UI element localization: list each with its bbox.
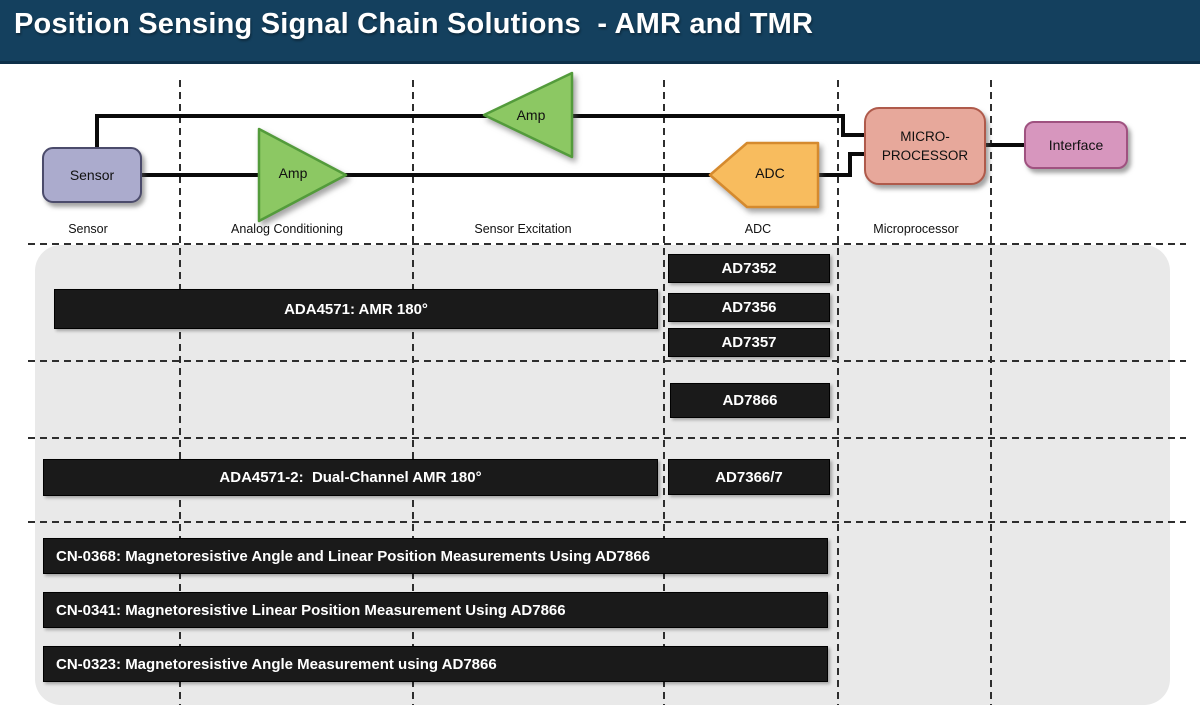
wire-into-micro-lower: [848, 152, 867, 156]
microprocessor-label-line1: MICRO-: [900, 129, 950, 144]
page-title: Position Sensing Signal Chain Solutions …: [14, 8, 814, 40]
column-label-microprocessor: Microprocessor: [873, 222, 959, 236]
adc-pentagon-icon: [708, 141, 820, 209]
row-divider-1: [28, 243, 1186, 245]
amp-conditioning-triangle-icon: [257, 127, 348, 223]
interface-block-label: Interface: [1048, 137, 1104, 153]
part-bar-ad7352[interactable]: AD7352: [668, 254, 830, 283]
column-label-sensor: Sensor: [68, 222, 108, 236]
adc-shape-label: ADC: [755, 165, 785, 181]
wire-sensor-to-adc: [140, 173, 712, 177]
column-label-adc: ADC: [744, 222, 772, 236]
column-divider-sensor: [179, 80, 181, 705]
column-divider-analog-conditioning: [412, 80, 414, 705]
column-divider-adc: [837, 80, 839, 705]
wire-top-horizontal: [95, 114, 845, 118]
amp-excitation-triangle-icon: [482, 71, 574, 159]
column-divider-microprocessor: [990, 80, 992, 705]
part-bar-ad7356[interactable]: AD7356: [668, 293, 830, 322]
wire-top-into-micro: [841, 133, 867, 137]
row-divider-2: [28, 360, 1186, 362]
column-label-analog-conditioning: Analog Conditioning: [231, 222, 343, 236]
wire-top-step-down: [841, 114, 845, 137]
wire-adc-out: [816, 173, 852, 177]
sensor-block-label: Sensor: [69, 167, 115, 183]
microprocessor-block: MICRO- PROCESSOR: [864, 107, 986, 185]
ref-design-bar-cn0368[interactable]: CN-0368: Magnetoresistive Angle and Line…: [43, 538, 828, 574]
part-bar-ada4571-2[interactable]: ADA4571-2: Dual-Channel AMR 180°: [43, 459, 658, 496]
part-bar-ad7366-7[interactable]: AD7366/7: [668, 459, 830, 495]
part-bar-ad7357[interactable]: AD7357: [668, 328, 830, 357]
interface-block: Interface: [1024, 121, 1128, 169]
ref-design-bar-cn0323[interactable]: CN-0323: Magnetoresistive Angle Measurem…: [43, 646, 828, 682]
wire-adc-step-up: [848, 154, 852, 177]
amp-excitation-label: Amp: [516, 107, 546, 123]
row-divider-3: [28, 437, 1186, 439]
row-divider-4: [28, 521, 1186, 523]
part-bar-ad7866[interactable]: AD7866: [670, 383, 830, 418]
column-divider-sensor-excitation: [663, 80, 665, 705]
ref-design-bar-cn0341[interactable]: CN-0341: Magnetoresistive Linear Positio…: [43, 592, 828, 628]
wire-sensor-up: [95, 114, 99, 150]
header-bar: Position Sensing Signal Chain Solutions …: [0, 0, 1200, 64]
sensor-block: Sensor: [42, 147, 142, 203]
microprocessor-label-line2: PROCESSOR: [881, 148, 969, 163]
part-bar-ada4571[interactable]: ADA4571: AMR 180°: [54, 289, 658, 329]
amp-conditioning-label: Amp: [278, 165, 308, 181]
wire-micro-to-interface: [984, 143, 1026, 147]
column-label-sensor-excitation: Sensor Excitation: [474, 222, 572, 236]
